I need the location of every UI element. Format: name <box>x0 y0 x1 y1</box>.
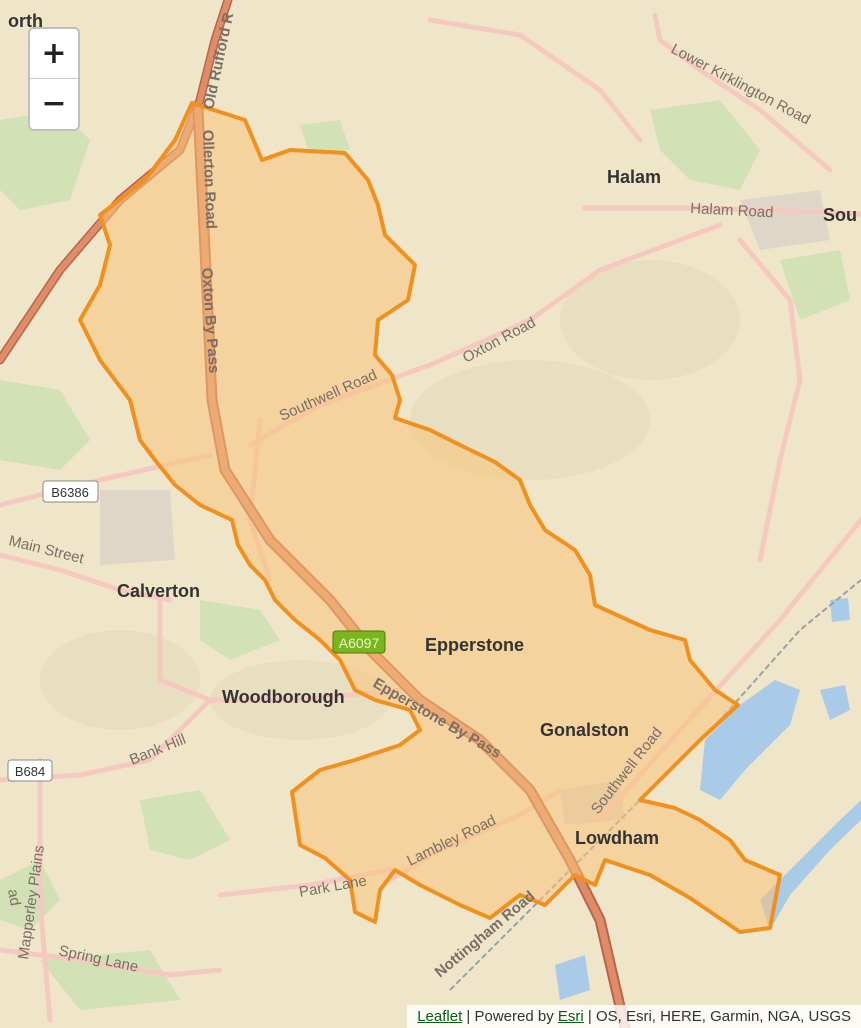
place-label-epperstone: Epperstone <box>425 635 524 655</box>
attribution-providers: | OS, Esri, HERE, Garmin, NGA, USGS <box>583 1008 851 1025</box>
place-label-halam: Halam <box>607 167 661 187</box>
place-label-lowdham: Lowdham <box>575 828 659 848</box>
map-attribution: Leaflet | Powered by Esri | OS, Esri, HE… <box>407 1005 861 1028</box>
place-label-calverton: Calverton <box>117 581 200 601</box>
shield-a6097: A6097 <box>332 630 386 654</box>
parish-boundary[interactable] <box>78 101 782 934</box>
svg-text:B684: B684 <box>15 764 45 779</box>
place-label-south-edge: Sou <box>823 205 857 225</box>
svg-text:A6097: A6097 <box>339 635 380 651</box>
shield-b684: B684 <box>7 759 53 782</box>
leaflet-link[interactable]: Leaflet <box>417 1008 463 1025</box>
svg-text:B6386: B6386 <box>51 485 89 500</box>
zoom-out-button[interactable]: − <box>30 79 78 129</box>
attribution-separator: | Powered by <box>462 1008 558 1025</box>
place-label-north-edge: orth <box>8 11 43 31</box>
road-label-halam-road: Halam Road <box>690 200 774 221</box>
zoom-control: + − <box>28 27 80 131</box>
road-label-edge-road: ad <box>4 888 24 907</box>
zoom-in-button[interactable]: + <box>30 29 78 79</box>
road-label-ollerton-road: Ollerton Road <box>199 130 219 230</box>
place-label-gonalston: Gonalston <box>540 720 629 740</box>
place-label-woodborough: Woodborough <box>222 687 345 707</box>
shield-b6386: B6386 <box>42 480 99 503</box>
esri-link[interactable]: Esri <box>557 1008 584 1025</box>
